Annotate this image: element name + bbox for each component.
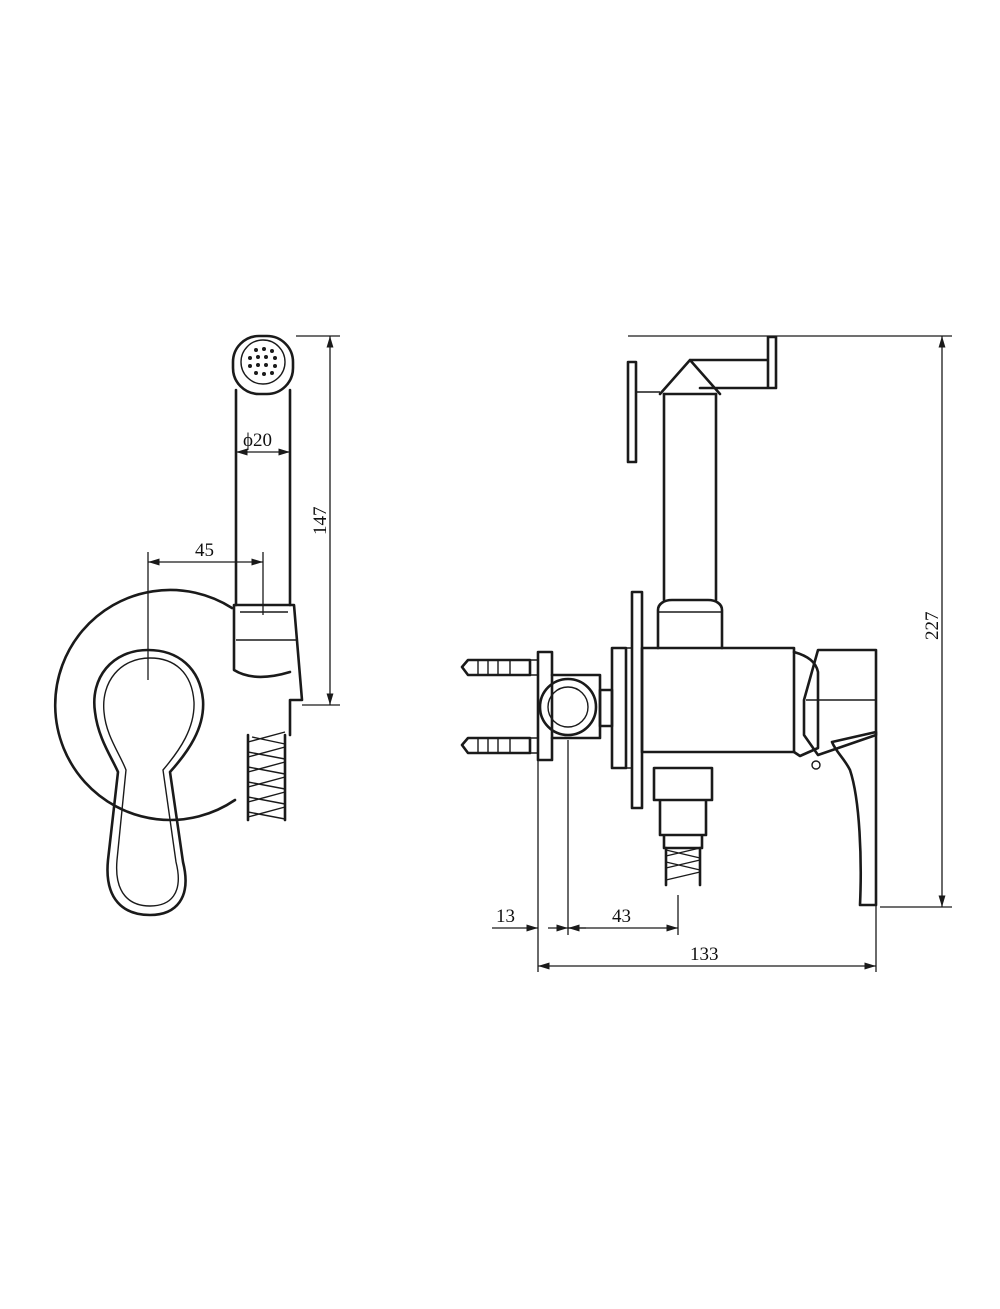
wall-hook — [626, 360, 638, 464]
dimension-height: 147 — [310, 507, 331, 536]
shower-hose — [246, 733, 287, 822]
shower-handle — [234, 388, 292, 607]
dimension-wall-depth: 13 — [496, 906, 515, 927]
wall-anchor-bottom — [460, 736, 532, 755]
valve-body — [640, 646, 796, 754]
hose-winding — [247, 731, 286, 820]
valve-flange — [610, 646, 628, 770]
hose-side — [664, 846, 702, 887]
shower-handle-side — [662, 392, 718, 602]
escutcheon-plate — [53, 588, 237, 822]
lever-handle-inner — [103, 657, 195, 907]
shower-head-side — [658, 335, 778, 396]
dimension-offset: 45 — [195, 540, 214, 561]
shower-holder — [232, 603, 304, 737]
lever-blade — [830, 730, 878, 907]
mounting-plate — [536, 650, 554, 762]
lever-handle — [92, 648, 205, 917]
dimension-holder-depth: 43 — [612, 906, 631, 927]
wall-anchor-top — [460, 658, 532, 677]
dimension-total-depth: 133 — [690, 944, 719, 965]
spray-nozzles — [248, 347, 277, 376]
front-view: ϕ20 147 45 — [53, 334, 340, 917]
lever-body — [802, 648, 878, 757]
shower-face — [240, 339, 286, 385]
spout-collar — [656, 598, 724, 650]
shower-head — [231, 334, 295, 396]
dimension-total-height: 227 — [922, 612, 943, 641]
hose-connector — [652, 766, 714, 850]
holder-ring — [550, 673, 602, 740]
dimension-diameter: ϕ20 — [243, 430, 272, 451]
side-view: 227 13 43 133 — [460, 335, 952, 972]
